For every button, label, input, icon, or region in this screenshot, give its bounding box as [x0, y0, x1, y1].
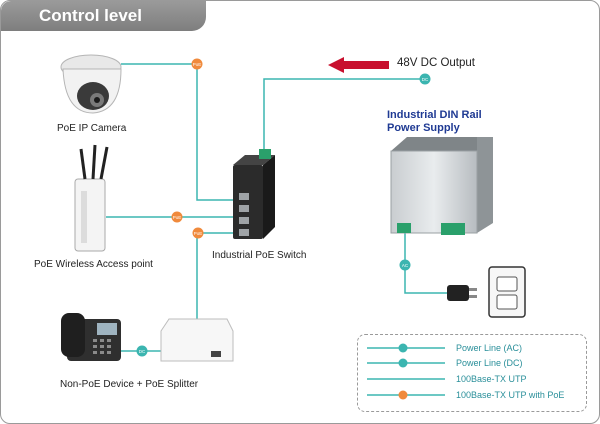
ac-badge-text: AC: [402, 263, 409, 268]
ac-line: [404, 231, 447, 294]
legend-poe-badge: [398, 390, 408, 400]
psu-title-line2: Power Supply: [387, 122, 460, 134]
din-rail-psu-icon: [390, 137, 493, 235]
wall-socket-icon: [488, 266, 526, 318]
dc-output-arrow: [328, 57, 389, 73]
non-poe-label: Non-PoE Device + PoE Splitter: [60, 379, 199, 390]
poe-badge: PoE: [192, 227, 204, 239]
poe-badge: PoE: [191, 58, 203, 70]
dc-badge: DC: [419, 73, 431, 85]
wireless-ap-icon: [74, 144, 109, 252]
camera-icon: [60, 54, 122, 114]
switch-label: Industrial PoE Switch: [212, 250, 307, 261]
poe-splitter-icon: [160, 318, 234, 362]
ac-plug-icon: [447, 285, 477, 301]
legend: Power Line (AC) Power Line (DC) 100Base-…: [357, 334, 587, 412]
poe-switch-icon: [233, 149, 275, 239]
legend-item-utp: 100Base-TX UTP: [456, 374, 527, 384]
psu-title-line1: Industrial DIN Rail: [387, 109, 482, 121]
header-tab: Control level: [1, 1, 206, 31]
camera-label: PoE IP Camera: [57, 123, 127, 134]
legend-item-poe: 100Base-TX UTP with PoE: [456, 390, 565, 400]
psu-title: Industrial DIN Rail Power Supply: [387, 109, 482, 135]
dc-badge: DC: [136, 345, 148, 357]
dc-badge-text: DC: [422, 77, 429, 82]
dc-badge-text: DC: [139, 349, 146, 354]
dc-output-label: 48V DC Output: [397, 57, 475, 69]
legend-ac-badge: [398, 343, 408, 353]
header-title: Control level: [39, 6, 142, 25]
poe-badge: PoE: [171, 211, 183, 223]
camera-link-line: [121, 63, 233, 201]
legend-dc-badge: [398, 358, 408, 368]
poe-badge-text: PoE: [193, 62, 202, 67]
wireless-ap-label: PoE Wireless Access point: [34, 259, 153, 270]
ac-badge: AC: [399, 259, 411, 271]
dc-line-top: [263, 78, 401, 149]
poe-badge-text: PoE: [194, 231, 203, 236]
legend-item-dc: Power Line (DC): [456, 358, 523, 368]
legend-item-ac: Power Line (AC): [456, 343, 523, 353]
ip-phone-icon: [61, 313, 121, 361]
poe-badge-text: PoE: [173, 215, 182, 220]
